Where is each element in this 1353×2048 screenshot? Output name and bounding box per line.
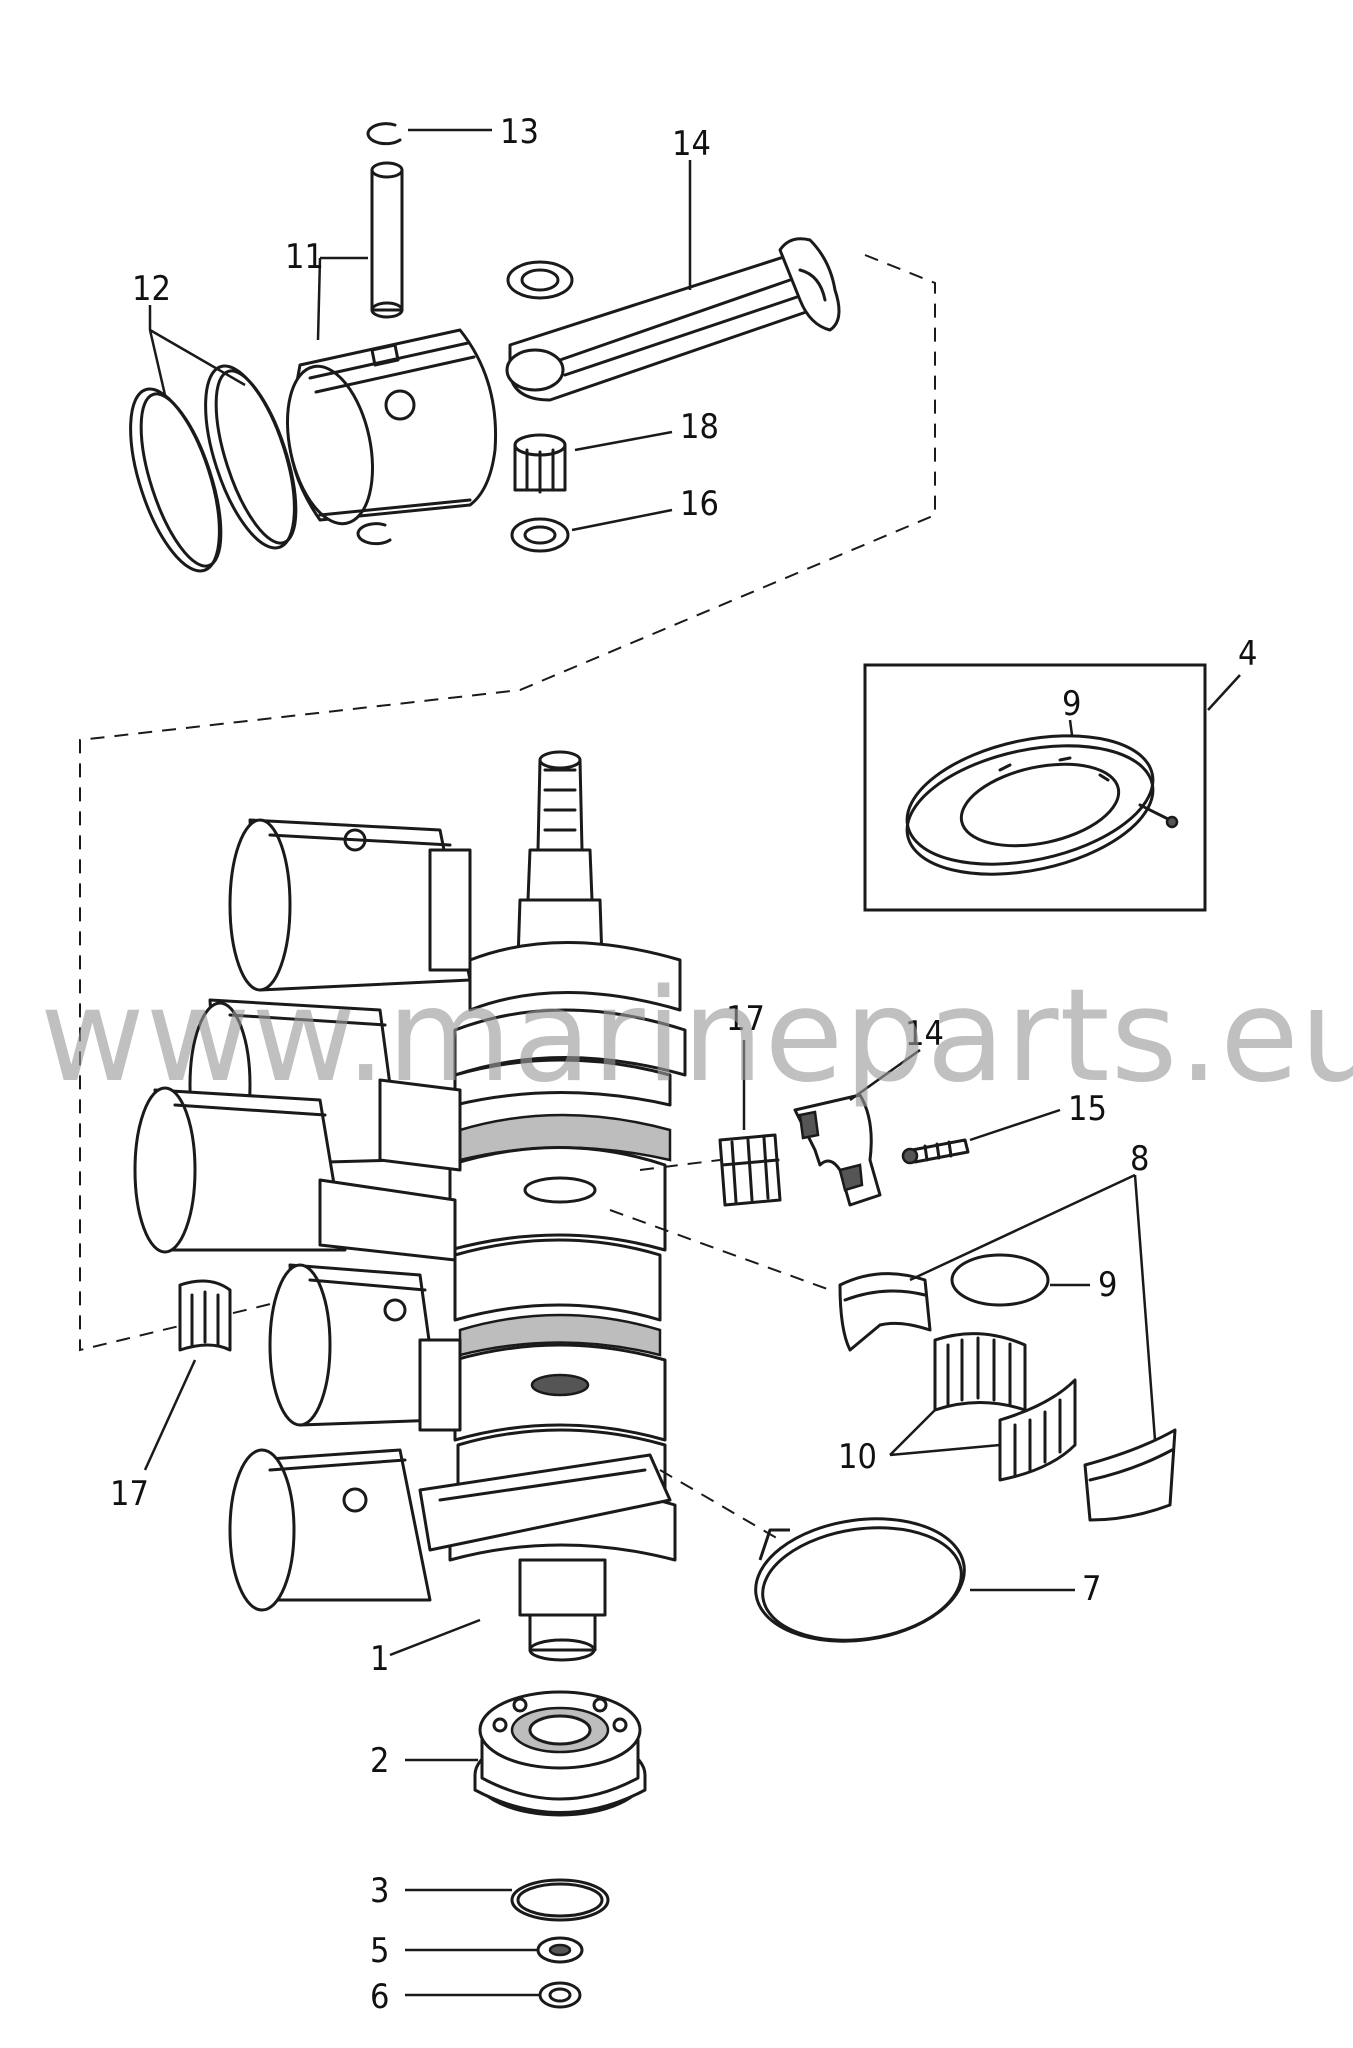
callout-10: 10	[838, 1437, 877, 1477]
needle-cage-17	[718, 1133, 782, 1207]
callout-1: 1	[370, 1639, 389, 1679]
piston-assembly-5	[228, 1448, 672, 1612]
leader-lines	[143, 128, 1241, 1997]
piston-top	[285, 328, 498, 526]
callout-2: 2	[370, 1741, 389, 1781]
ball-bearing-main	[473, 1690, 647, 1817]
callout-6: 6	[370, 1977, 389, 2017]
callout-8: 8	[1130, 1139, 1149, 1179]
callout-16: 16	[680, 484, 719, 524]
callout-12: 12	[132, 269, 171, 309]
retaining-ring-3	[510, 1878, 610, 1922]
oil-seal-ring-inset	[905, 719, 1179, 876]
piston-rings	[129, 364, 298, 573]
callout-3: 3	[370, 1871, 389, 1911]
callout-14-top: 14	[672, 124, 711, 164]
pin-clips	[356, 122, 402, 546]
retaining-ring-7	[754, 1517, 966, 1643]
assembly-boundary-dashed	[79, 254, 936, 1352]
watermark-text: www.marineparts.eu	[40, 962, 1353, 1111]
washer-top	[510, 517, 570, 553]
callout-11-top: 11	[285, 237, 324, 277]
callout-18: 18	[680, 407, 719, 447]
crankshaft	[448, 750, 687, 1662]
connecting-rod-top	[505, 237, 841, 402]
piston-assembly-3	[133, 1086, 457, 1262]
seal-5	[536, 1936, 584, 1964]
bearing-half-8-upper	[838, 1272, 932, 1352]
rod-thrust-washer	[506, 260, 574, 300]
rod-cap	[793, 1093, 882, 1207]
bearing-half-8-lower	[1083, 1428, 1177, 1522]
callout-14-right: 14	[905, 1014, 944, 1054]
callout-9-inset: 9	[1062, 684, 1081, 724]
callout-4: 4	[1238, 634, 1257, 674]
piston-assembly-4	[268, 1263, 462, 1432]
o-ring-9	[950, 1253, 1050, 1307]
needle-bearing-halves-10	[933, 1332, 1077, 1482]
callout-15: 15	[1068, 1089, 1107, 1129]
callout-11-wrist-pin: 11	[1300, 2009, 1339, 2048]
callout-7: 7	[1082, 1569, 1101, 1609]
callout-9: 9	[1098, 1265, 1117, 1305]
rod-bolt	[901, 1138, 970, 1165]
retaining-ring-3-inner	[516, 1882, 604, 1918]
callout-17-right: 17	[726, 999, 765, 1039]
callout-5: 5	[370, 1931, 389, 1971]
needle-bearing-top	[513, 433, 567, 494]
washer-6	[538, 1981, 582, 2009]
wrist-pin	[370, 161, 404, 319]
bearing-half-left	[178, 1279, 232, 1352]
piston-assembly-1	[228, 818, 472, 992]
callout-13: 13	[500, 112, 539, 152]
callout-17-left: 17	[110, 1474, 149, 1514]
inset-frame	[863, 663, 1207, 912]
